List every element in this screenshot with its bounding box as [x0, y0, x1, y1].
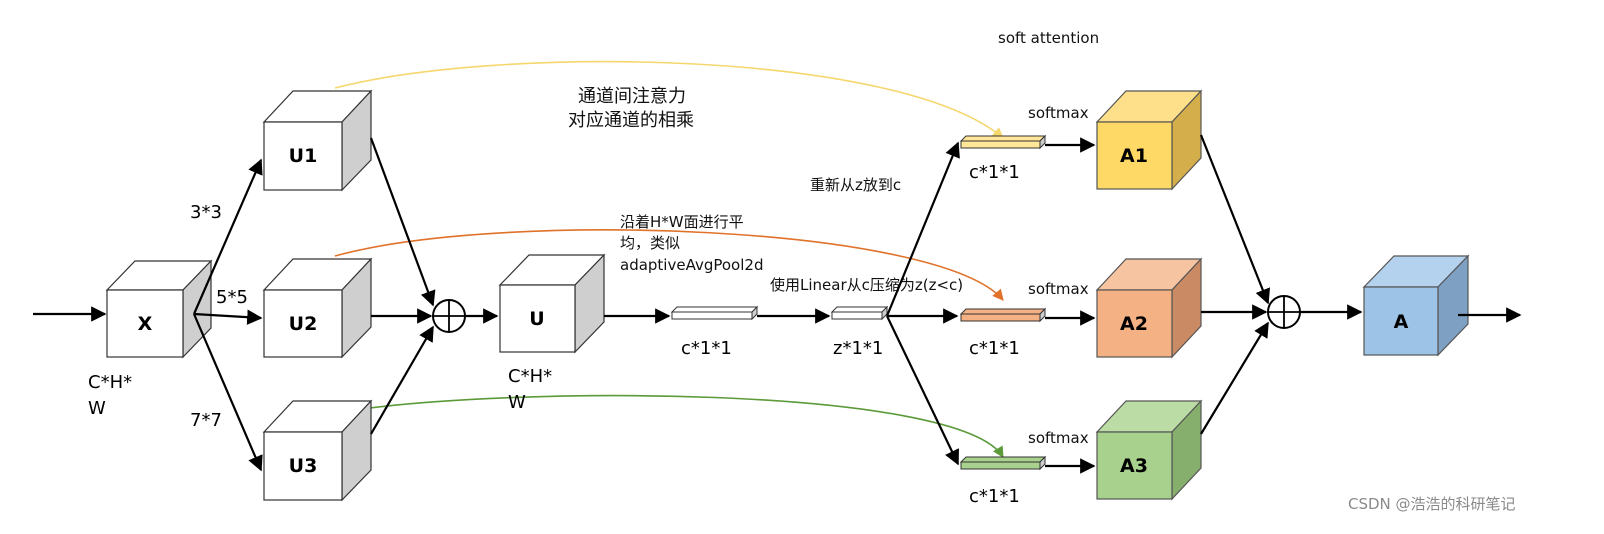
c3-dims: c*1*1 — [969, 486, 1020, 507]
cube-u: U — [498, 253, 606, 354]
watermark: CSDN @浩浩的科研笔记 — [1348, 495, 1516, 513]
pool-dims: c*1*1 — [681, 338, 732, 359]
kernel-5x5: 5*5 — [216, 287, 248, 308]
arrow-a1-sum — [1199, 134, 1271, 305]
c3-softmax: softmax — [1028, 429, 1089, 447]
avgpool-note-line3: adaptiveAvgPool2d — [620, 256, 763, 274]
cube-a2: A2 — [1095, 257, 1203, 359]
cube-u1-label: U1 — [289, 145, 318, 167]
c2-softmax: softmax — [1028, 280, 1089, 298]
cube-a3-label: A3 — [1120, 455, 1148, 477]
u-dims-line2: W — [508, 392, 526, 413]
sum-node-2 — [1267, 295, 1301, 329]
u1-attention-curve — [334, 60, 1004, 139]
arrow-x-u1 — [192, 158, 263, 315]
cube-u-label: U — [529, 308, 544, 330]
pool-vector — [670, 305, 759, 321]
z-vector — [830, 305, 889, 321]
cube-x-label: X — [138, 313, 153, 335]
cube-u2-label: U2 — [289, 313, 318, 335]
c1-dims: c*1*1 — [969, 162, 1020, 183]
channel-attention-line1: 通道间注意力 — [578, 86, 686, 107]
cube-a-label: A — [1394, 311, 1409, 333]
arrow-x-u2 — [193, 309, 263, 325]
kernel-7x7: 7*7 — [190, 410, 222, 431]
cube-a1-label: A1 — [1120, 145, 1148, 167]
avgpool-note-line2: 均，类似 — [620, 234, 680, 252]
arrow-a3-sum — [1200, 321, 1269, 435]
linear-note: 使用Linear从c压缩为z(z<c) — [770, 276, 963, 294]
kernel-3x3: 3*3 — [190, 202, 222, 223]
cube-x: X — [105, 259, 213, 359]
avgpool-note-line1: 沿着H*W面进行平 — [620, 213, 744, 231]
cube-u3-label: U3 — [289, 455, 318, 477]
u2-attention-curve — [334, 229, 1004, 301]
rescale-note: 重新从z放到c — [810, 176, 901, 194]
x-dims-line2: W — [88, 398, 106, 419]
arrow-z-c1 — [885, 141, 960, 317]
x-dims-line1: C*H* — [88, 372, 132, 393]
c1-softmax: softmax — [1028, 104, 1089, 122]
u3-attention-curve — [334, 394, 1004, 458]
cube-u2: U2 — [262, 257, 373, 359]
arrow-x-u3 — [192, 313, 263, 472]
cube-u3: U3 — [262, 399, 373, 502]
z-dims: z*1*1 — [833, 338, 883, 359]
c3-vector — [959, 455, 1047, 471]
channel-attention-line2: 对应通道的相乘 — [568, 110, 694, 131]
cube-a3: A3 — [1095, 399, 1203, 501]
c2-dims: c*1*1 — [969, 338, 1020, 359]
arrow-u1-sum — [369, 137, 436, 307]
cube-a1: A1 — [1095, 89, 1203, 191]
arrow-z-c3 — [886, 315, 959, 466]
cube-a: A — [1362, 254, 1470, 357]
arrow-u3-sum — [370, 325, 434, 435]
u-dims-line1: C*H* — [508, 366, 552, 387]
soft-attention-title: soft attention — [998, 29, 1099, 47]
c2-vector — [959, 307, 1047, 323]
sum-node-1 — [432, 299, 466, 333]
c1-vector — [959, 134, 1047, 150]
cube-u1: U1 — [262, 89, 373, 192]
cube-a2-label: A2 — [1120, 313, 1148, 335]
